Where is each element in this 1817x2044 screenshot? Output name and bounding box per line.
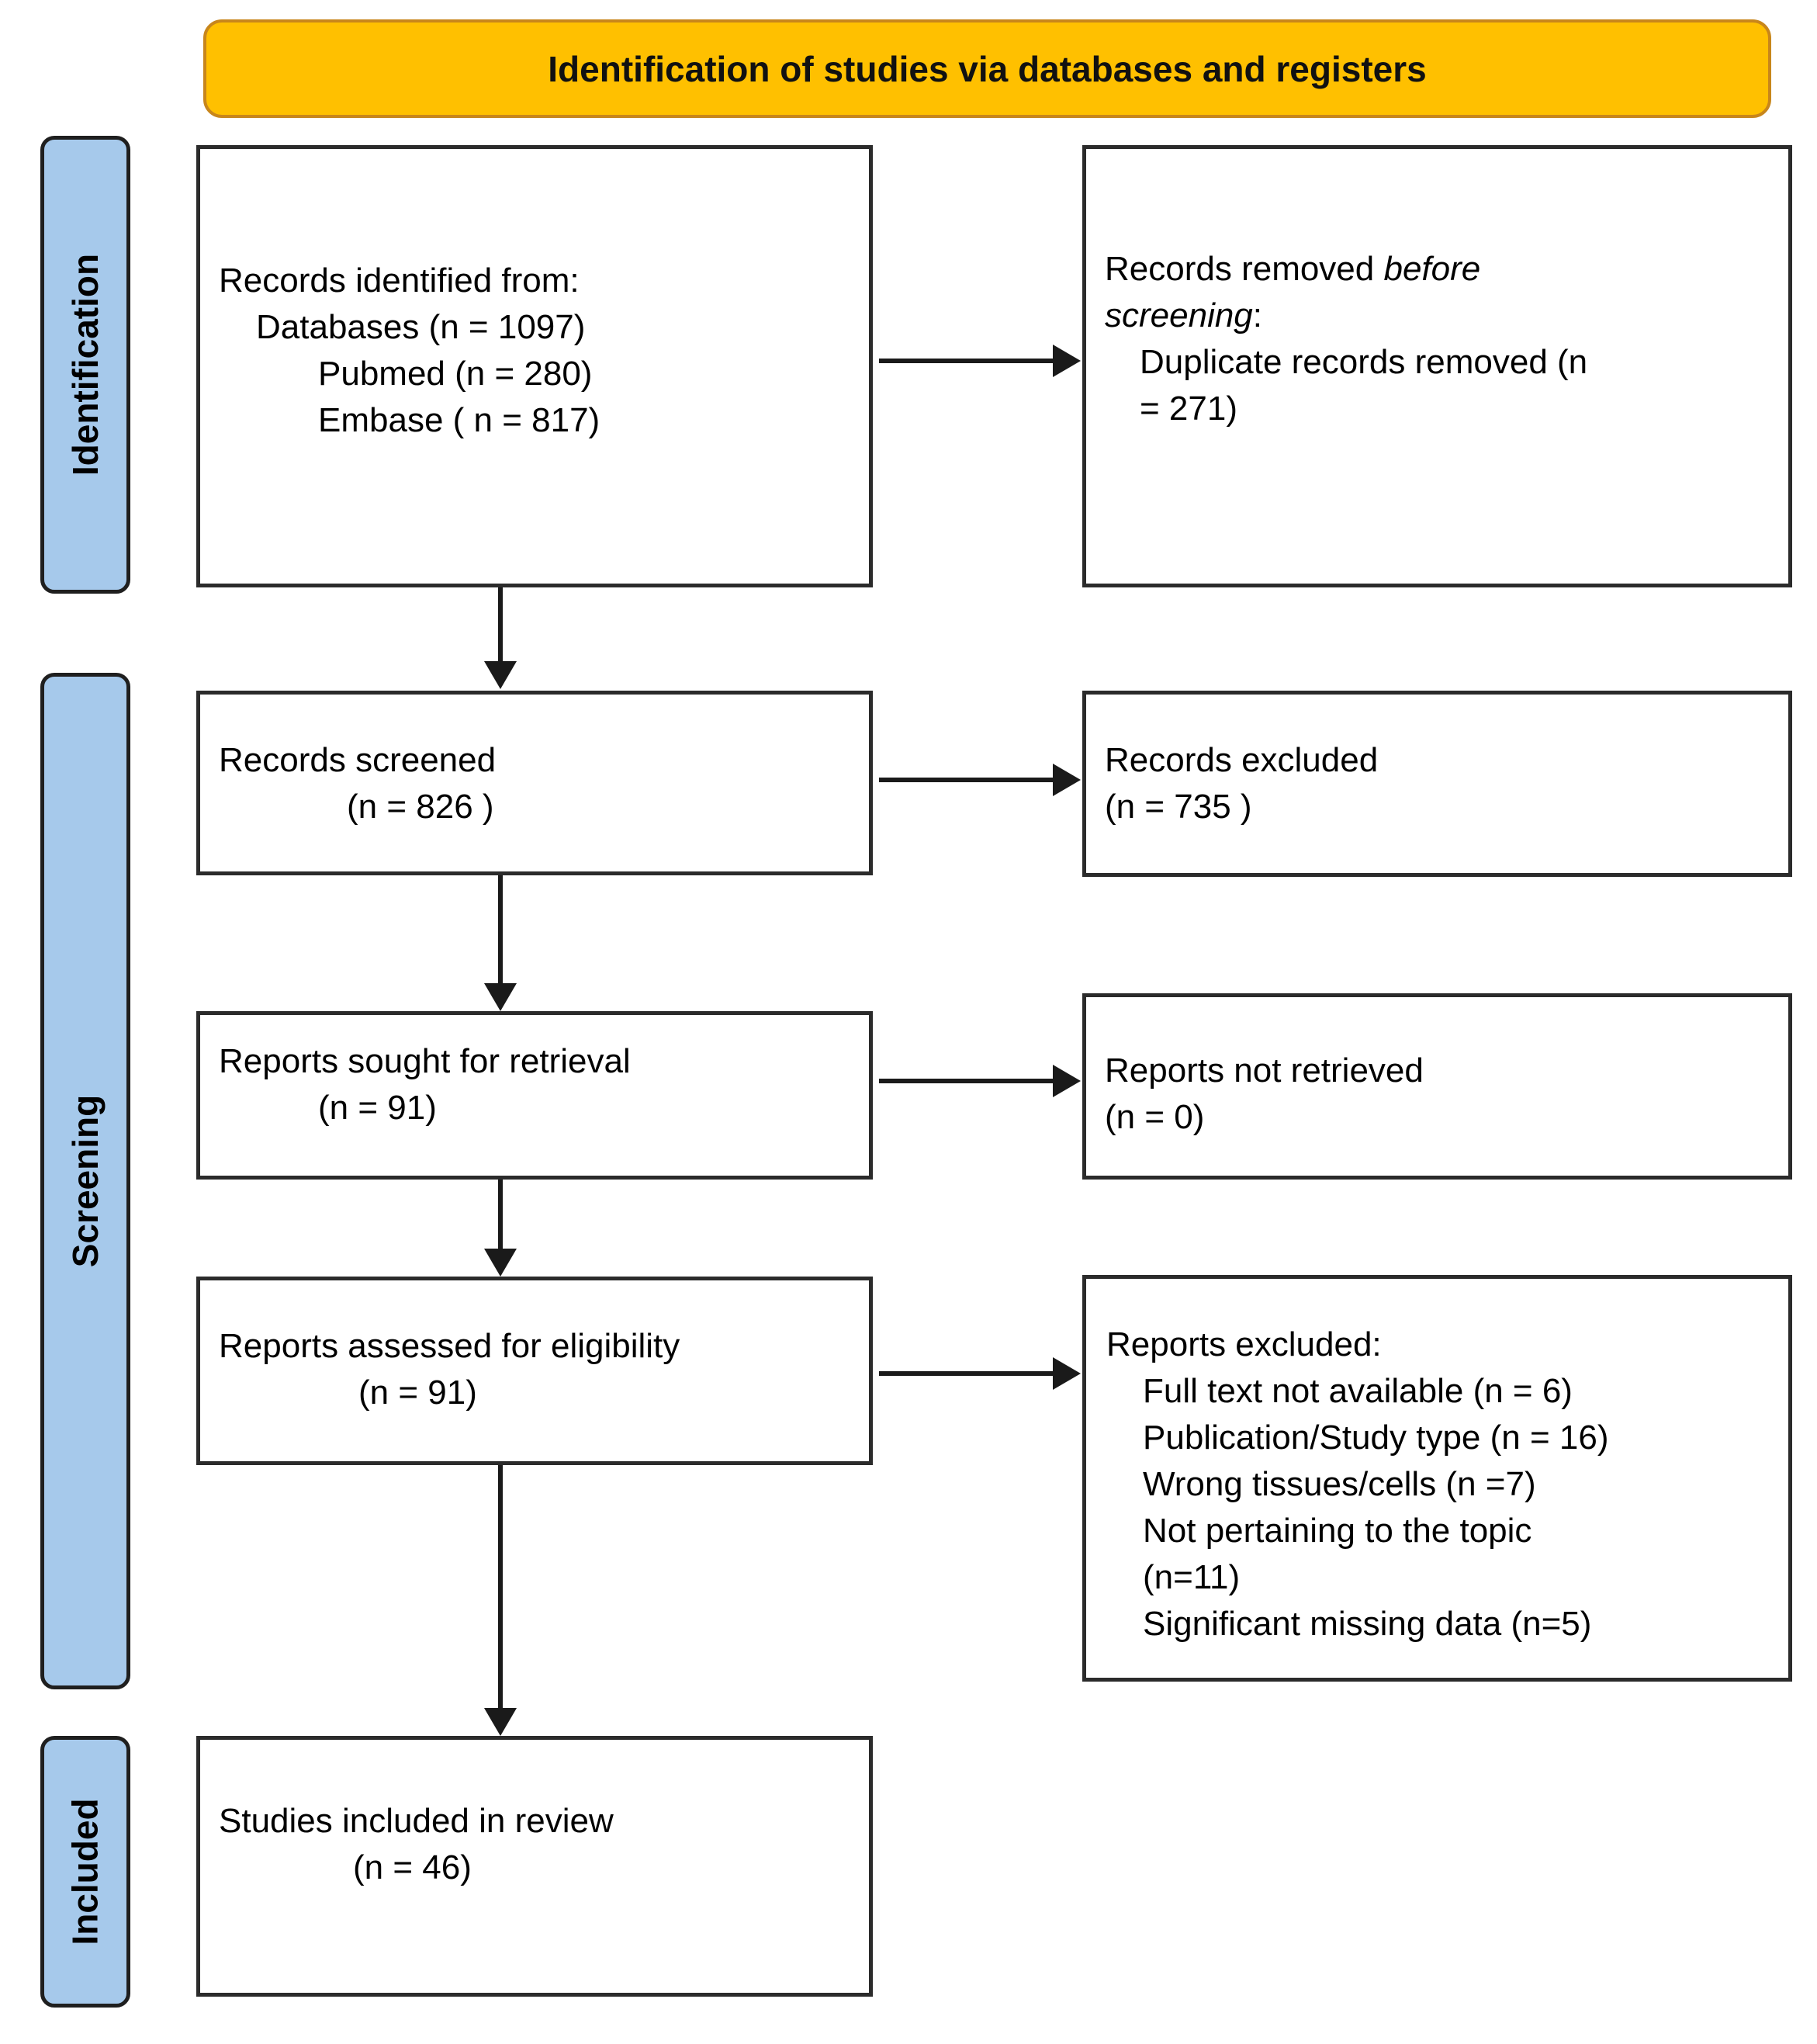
arrow-down-screened-to-sought <box>498 875 503 983</box>
records-excluded-line1: Records excluded <box>1105 741 1379 779</box>
reports-sought-line1: Reports sought for retrieval <box>219 1042 631 1080</box>
reports-excluded-item: Not pertaining to the topic (n=11) <box>1143 1512 1532 1596</box>
arrow-right-identified-to-removed <box>879 359 1053 363</box>
records-removed-heading: Records removed before screening: <box>1105 250 1481 334</box>
reports-excluded-item: Significant missing data (n=5) <box>1143 1605 1592 1643</box>
stage-included: Included <box>40 1736 130 2008</box>
records-removed-italic: before screening <box>1105 250 1481 334</box>
records-screened-line2: (n = 826 ) <box>347 788 494 826</box>
reports-excluded-title: Reports excluded: <box>1106 1325 1382 1363</box>
box-records-removed: Records removed before screening: Duplic… <box>1082 145 1792 587</box>
stage-identification-label: Identification <box>65 253 106 476</box>
arrow-down-sought-to-assessed <box>498 1180 503 1249</box>
reports-excluded-item: Full text not available (n = 6) <box>1143 1372 1573 1410</box>
arrow-down-assessed-to-included <box>498 1465 503 1708</box>
reports-excluded-item: Publication/Study type (n = 16) <box>1143 1419 1609 1457</box>
arrow-right-assessed-to-excluded <box>879 1371 1053 1376</box>
studies-included-line2: (n = 46) <box>353 1848 472 1886</box>
records-identified-line3: Pubmed (n = 280) <box>318 355 593 393</box>
records-excluded-line2: (n = 735 ) <box>1105 788 1252 826</box>
stage-identification: Identification <box>40 136 130 594</box>
box-records-screened: Records screened (n = 826 ) <box>196 691 873 875</box>
banner: Identification of studies via databases … <box>203 19 1771 118</box>
box-reports-sought: Reports sought for retrieval (n = 91) <box>196 1011 873 1180</box>
records-removed-detail: Duplicate records removed (n = 271) <box>1140 343 1588 428</box>
records-identified-line1: Records identified from: <box>219 262 580 300</box>
stage-screening-label: Screening <box>65 1094 106 1268</box>
studies-included-line1: Studies included in review <box>219 1802 614 1840</box>
arrow-down-identified-to-screened <box>498 587 503 661</box>
banner-title: Identification of studies via databases … <box>548 48 1427 89</box>
reports-assessed-line2: (n = 91) <box>358 1374 477 1412</box>
box-records-identified: Records identified from: Databases (n = … <box>196 145 873 587</box>
box-reports-not-retrieved: Reports not retrieved (n = 0) <box>1082 993 1792 1180</box>
records-screened-line1: Records screened <box>219 741 497 779</box>
arrow-right-sought-to-not-retrieved <box>879 1079 1053 1083</box>
box-reports-assessed: Reports assessed for eligibility (n = 91… <box>196 1277 873 1465</box>
reports-not-retrieved-line2: (n = 0) <box>1105 1098 1205 1136</box>
box-reports-excluded: Reports excluded: Full text not availabl… <box>1082 1275 1792 1682</box>
box-studies-included: Studies included in review (n = 46) <box>196 1736 873 1997</box>
arrow-right-screened-to-excluded <box>879 778 1053 782</box>
reports-excluded-list: Full text not available (n = 6) Publicat… <box>1143 1368 1773 1647</box>
box-records-excluded: Records excluded (n = 735 ) <box>1082 691 1792 877</box>
reports-excluded-item: Wrong tissues/cells (n =7) <box>1143 1465 1536 1503</box>
records-identified-line2: Databases (n = 1097) <box>256 308 586 346</box>
records-identified-line4: Embase ( n = 817) <box>318 401 600 439</box>
reports-not-retrieved-line1: Reports not retrieved <box>1105 1051 1424 1090</box>
reports-assessed-line1: Reports assessed for eligibility <box>219 1327 680 1365</box>
stage-screening: Screening <box>40 673 130 1689</box>
reports-sought-line2: (n = 91) <box>318 1089 437 1127</box>
stage-included-label: Included <box>65 1798 106 1945</box>
